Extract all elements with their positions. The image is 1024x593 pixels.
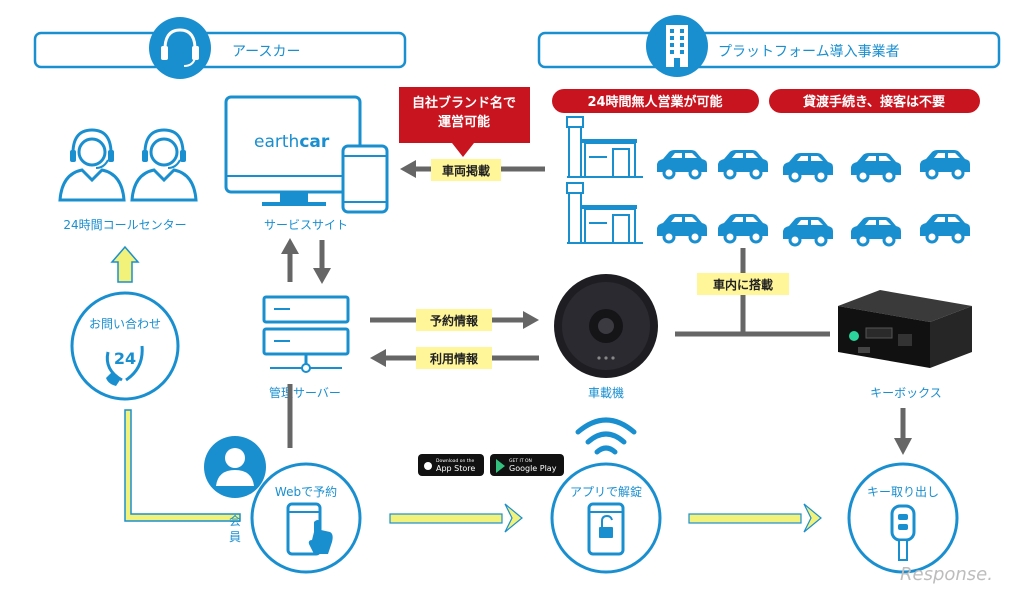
car-icon	[716, 212, 770, 244]
callout-own-brand: 自社ブランド名で 運営可能	[399, 87, 530, 157]
car-icon	[716, 148, 770, 180]
header-left-label: アースカー	[232, 44, 300, 60]
convertible-car-icon	[849, 215, 903, 247]
phone-24-badge: 24	[114, 349, 136, 368]
store-icon-2	[566, 182, 644, 244]
wifi-icon	[575, 417, 637, 455]
reservation-info-arrow: 予約情報	[370, 309, 539, 331]
callout-no-procedures: 貸渡手続き、接客は不要	[769, 89, 980, 113]
member-label-2: 員	[229, 530, 241, 544]
response-watermark: Response.	[900, 564, 993, 585]
car-icon	[781, 215, 835, 247]
member-avatar-icon	[204, 436, 266, 498]
svg-text:車内に搭載: 車内に搭載	[713, 277, 773, 292]
keybox-down-arrow	[894, 408, 912, 455]
mgmt-server-label: 管理サーバー	[269, 385, 341, 400]
header-right-label: プラットフォーム導入事業者	[718, 44, 900, 60]
web-reserve-label: Webで予約	[275, 484, 337, 499]
in-car-connector: 車内に搭載	[675, 248, 830, 337]
car-key-icon	[890, 504, 916, 561]
phone-tap-icon	[286, 502, 333, 556]
service-site-tablet-icon	[341, 144, 389, 214]
car-icon	[918, 148, 972, 180]
callout-unmanned: 24時間無人営業が可能	[552, 89, 759, 113]
inquiry-to-callcenter-arrow	[110, 245, 140, 283]
svg-text:Google Play: Google Play	[509, 464, 557, 473]
building-icon	[646, 15, 708, 77]
inquiry-circle	[70, 291, 180, 401]
app-store-badge[interactable]: Download on the App Store	[418, 454, 484, 476]
keybox-label: キーボックス	[870, 386, 942, 400]
flow-arrow-1	[389, 503, 523, 533]
call-center-label: 24時間コールセンター	[63, 218, 186, 232]
convertible-car-icon	[849, 151, 903, 183]
callout-own-brand-line2: 運営可能	[438, 114, 490, 130]
car-icon	[655, 212, 709, 244]
earthcar-logo: earthcar	[254, 132, 330, 152]
flow-arrow-2	[688, 503, 822, 533]
svg-text:GET IT ON: GET IT ON	[509, 458, 532, 464]
svg-text:Download on the: Download on the	[436, 458, 474, 464]
svg-text:24時間無人営業が可能: 24時間無人営業が可能	[587, 94, 722, 110]
google-play-badge[interactable]: GET IT ON Google Play	[490, 454, 564, 476]
car-icon	[918, 212, 972, 244]
member-label-1: 会	[229, 514, 241, 528]
callout-own-brand-line1: 自社ブランド名で	[412, 95, 516, 111]
key-retrieve-label: キー取り出し	[867, 485, 939, 499]
app-unlock-label: アプリで解錠	[570, 484, 642, 499]
call-agent-male-icon	[58, 128, 126, 202]
car-icon	[655, 148, 709, 180]
svg-text:車両掲載: 車両掲載	[442, 163, 490, 178]
vehicle-listing-arrow: 車両掲載	[400, 159, 545, 181]
management-server-icon	[262, 295, 350, 373]
svg-text:利用情報: 利用情報	[430, 351, 479, 366]
service-site-label: サービスサイト	[264, 218, 348, 232]
phone-unlock-icon	[587, 502, 625, 556]
phone-24-icon: 24	[105, 345, 144, 386]
onboard-unit-icon	[554, 274, 658, 378]
svg-text:予約情報: 予約情報	[430, 313, 479, 328]
svg-text:App Store: App Store	[436, 464, 475, 473]
car-icon	[781, 151, 835, 183]
onboard-unit-label: 車載機	[588, 385, 624, 400]
member-to-inquiry-connector	[124, 409, 241, 522]
svg-text:貸渡手続き、接客は不要: 貸渡手続き、接客は不要	[803, 94, 945, 110]
headset-icon	[149, 17, 211, 79]
header-bar-earthcar	[33, 31, 407, 69]
store-icon-1	[566, 116, 644, 178]
site-server-arrows	[281, 238, 331, 284]
inquiry-label: お問い合わせ	[89, 316, 161, 331]
usage-info-arrow: 利用情報	[370, 347, 539, 369]
call-agent-female-icon	[130, 128, 198, 202]
keybox-icon	[838, 290, 972, 368]
